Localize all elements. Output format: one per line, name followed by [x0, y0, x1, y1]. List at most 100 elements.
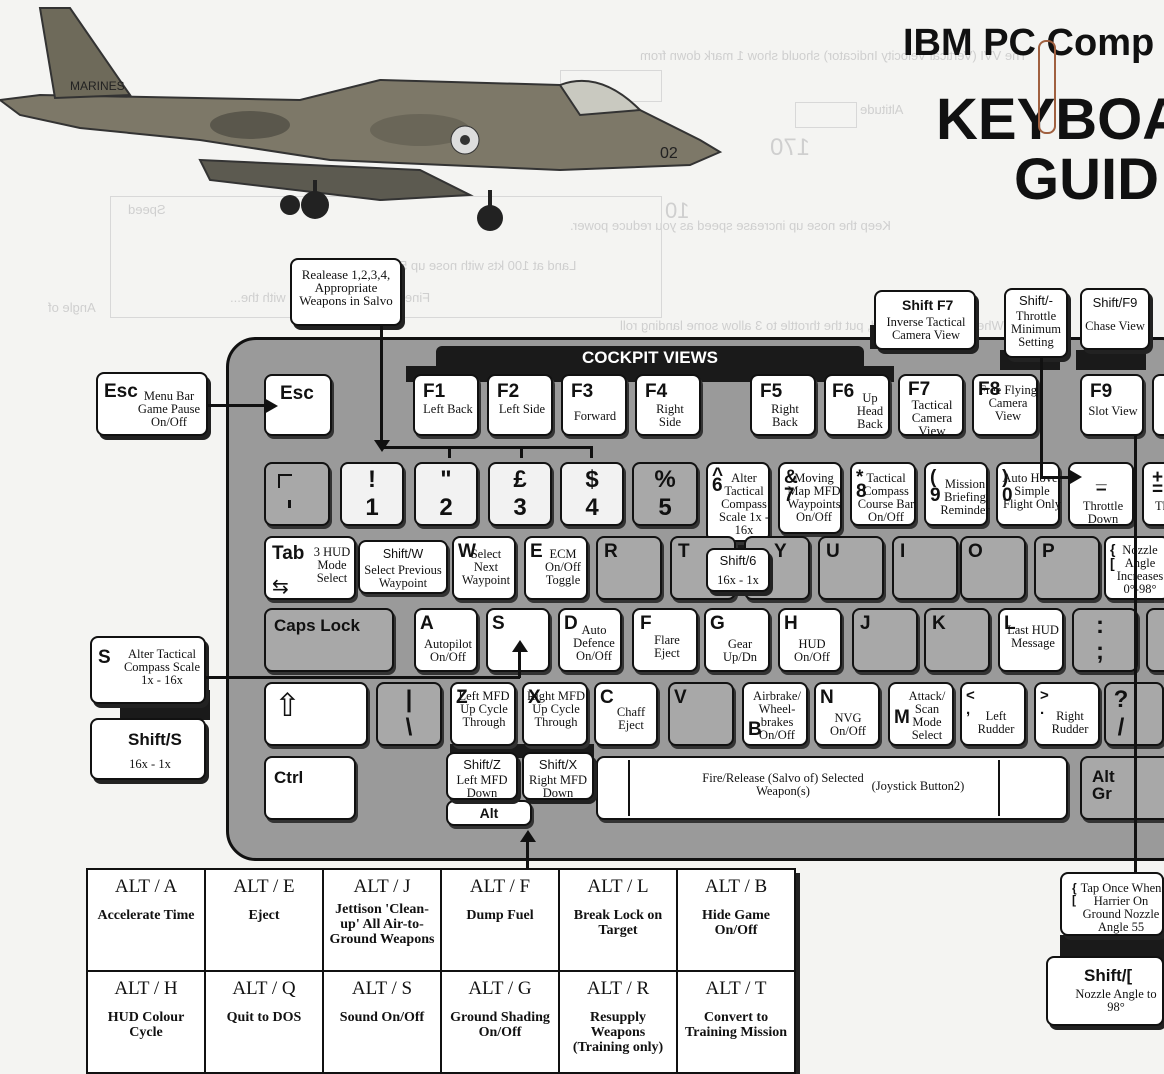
key-8[interactable]: *8 Tactical Compass Course Bar On/Off	[850, 462, 916, 526]
callout-shift-x: Shift/X Right MFD Down	[522, 752, 594, 800]
arrow-up-icon	[512, 640, 528, 652]
key-i[interactable]: I	[892, 536, 958, 600]
callout-s-compass: S Alter Tactical Compass Scale 1x - 16x	[90, 636, 206, 704]
bleed-text: Altitude	[860, 102, 904, 117]
page-title: KEYBOA	[936, 87, 1164, 152]
arrow-right-icon	[264, 398, 278, 414]
callout-shift-minus: Shift/- Throttle Minimum Setting	[1004, 288, 1068, 358]
key-6[interactable]: ^6 Alter Tactical Compass Scale 1x - 16x	[706, 462, 770, 542]
arrow-up-icon	[520, 830, 536, 842]
callout-shift-f7: Shift F7 Inverse Tactical Camera View	[874, 290, 976, 350]
key-semicolon[interactable]: :;	[1072, 608, 1138, 672]
key-7[interactable]: &7 Moving Map MFD Waypoints On/Off	[778, 462, 842, 534]
key-5[interactable]: %5	[632, 462, 698, 526]
page-title-2: GUID	[1014, 147, 1159, 212]
key-9[interactable]: (9 Mission Briefing Reminder	[924, 462, 990, 526]
key-backtick[interactable]	[264, 462, 330, 526]
binding-ring	[1038, 40, 1056, 134]
key-quote[interactable]	[1146, 608, 1164, 672]
key-4[interactable]: $4	[560, 462, 624, 526]
key-alt-gr[interactable]: Alt Gr	[1080, 756, 1164, 820]
plane-number: 02	[660, 145, 678, 162]
key-period[interactable]: >. Right Rudder	[1034, 682, 1100, 746]
key-f10[interactable]	[1152, 374, 1164, 436]
callout-esc: Esc Menu Bar Game Pause On/Off	[96, 372, 208, 436]
plane-marking: MARINES	[70, 79, 125, 93]
key-shift-w[interactable]: Shift/W Select Previous Waypoint	[358, 540, 448, 594]
bleed-text: 170	[770, 134, 811, 161]
arrow-down-icon	[374, 440, 390, 452]
callout-release-weapons: Realease 1,2,3,4, Appropriate Weapons in…	[290, 258, 402, 326]
key-u[interactable]: U	[818, 536, 884, 600]
key-caps-lock[interactable]: Caps Lock	[264, 608, 394, 672]
key-comma[interactable]: <, Left Rudder	[960, 682, 1026, 746]
callout-shift-f9: Shift/F9 Chase View	[1080, 288, 1150, 350]
key-1[interactable]: !1	[340, 462, 404, 526]
callout-tap-once: { [ Tap Once When Harrier On Ground Nozz…	[1060, 872, 1164, 936]
shift-arrow-icon: ⇧	[274, 686, 301, 724]
callout-shift-s: Shift/S 16x - 1x	[90, 718, 206, 780]
key-3[interactable]: £3	[488, 462, 552, 526]
callout-shift-bracket: Shift/[ Nozzle Angle to 98°	[1046, 956, 1164, 1026]
key-v[interactable]: V	[668, 682, 734, 746]
key-alt[interactable]: Alt	[446, 800, 532, 826]
arrow-right-icon	[1070, 470, 1082, 484]
callout-shift-6: Shift/6 16x - 1x	[706, 548, 770, 592]
key-backslash[interactable]: |\	[376, 682, 442, 746]
key-shift[interactable]: ⇧	[264, 682, 368, 746]
key-equals[interactable]: += Th	[1142, 462, 1164, 526]
bleed-text: Angle of	[48, 300, 96, 315]
key-0[interactable]: )0 Auto Hover Simple Flight Only	[996, 462, 1062, 526]
tab-arrows-icon: ⇆	[272, 574, 289, 598]
key-2[interactable]: "2	[414, 462, 478, 526]
key-spacebar[interactable]: Fire/Release (Salvo of) Selected Weapon(…	[596, 756, 1068, 820]
header-brand: IBM PC Comp	[903, 22, 1155, 64]
key-esc[interactable]: Esc	[264, 374, 332, 436]
key-k[interactable]: K	[924, 608, 990, 672]
key-ctrl[interactable]: Ctrl	[264, 756, 356, 820]
key-j[interactable]: J	[852, 608, 918, 672]
harrier-jet-image: MARINES 02	[0, 7, 723, 231]
cockpit-views-title: COCKPIT VIEWS	[581, 348, 718, 367]
key-o[interactable]: O	[960, 536, 1026, 600]
key-tab[interactable]: Tab 3 HUD Mode Select ⇆	[264, 536, 356, 600]
key-r[interactable]: R	[596, 536, 662, 600]
key-p[interactable]: P	[1034, 536, 1100, 600]
